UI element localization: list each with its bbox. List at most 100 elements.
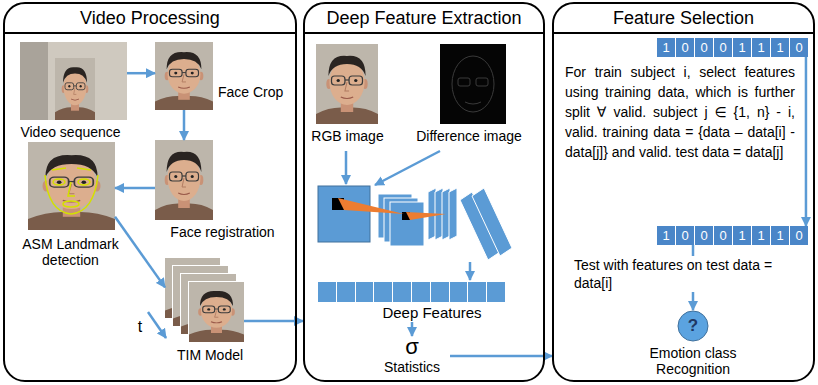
feature-mask: 10001110 — [657, 226, 809, 245]
frame-border — [188, 281, 245, 343]
bit-cell: 1 — [771, 226, 790, 245]
feature-mask: 10001110 — [657, 38, 809, 57]
bit-cell: 0 — [695, 38, 714, 57]
feature-cells — [318, 282, 506, 302]
difference-image — [440, 44, 506, 124]
bit-cell: 0 — [790, 38, 809, 57]
caption: TIM Model — [160, 347, 260, 363]
feature-cell — [337, 282, 356, 302]
caption: ASM Landmark detection — [8, 236, 133, 268]
caption: RGB image — [300, 128, 395, 144]
bit-cell: 0 — [676, 38, 695, 57]
caption-box: RGB image — [300, 128, 395, 144]
image-stack: TIM Model — [165, 258, 244, 342]
feature-cell — [487, 282, 506, 302]
caption: Video sequence — [8, 124, 133, 140]
image-box: ASM Landmark detection — [28, 142, 115, 230]
caption: Deep Features — [318, 304, 506, 322]
note-text: For train subject i, select features usi… — [565, 62, 795, 162]
axis-label: t — [133, 318, 147, 336]
bit-cell: 0 — [676, 226, 695, 245]
bit-cell: 1 — [752, 38, 771, 57]
panel-title: Deep Feature Extraction — [305, 4, 543, 34]
face-circle — [678, 311, 708, 341]
image-box: Difference image — [440, 44, 506, 124]
video-frame — [20, 42, 127, 120]
feature-cell — [468, 282, 487, 302]
feature-vector: Deep Features — [318, 282, 506, 322]
bit-cell: 1 — [733, 226, 752, 245]
caption: Statistics — [374, 358, 450, 376]
flow-arrow — [115, 187, 155, 190]
flow-arrow — [450, 355, 552, 358]
landmark-eye — [53, 179, 65, 185]
caption-box: TIM Model — [160, 347, 260, 363]
flow-arrow — [127, 72, 155, 75]
receptive-field — [338, 198, 404, 214]
face-photo — [189, 282, 244, 342]
caption-box: Face Crop — [218, 84, 295, 100]
caption-box: Video sequence — [8, 124, 133, 140]
feature-cell — [393, 282, 412, 302]
video-background — [20, 42, 48, 120]
edge-outline — [452, 56, 494, 112]
flow-arrow — [375, 151, 440, 185]
cnn-layer — [390, 202, 424, 246]
stage-panel: Video ProcessingVideo sequenceFace CropF… — [3, 2, 297, 382]
bit-cell: 0 — [714, 38, 733, 57]
feature-cell — [431, 282, 450, 302]
face-photo — [28, 142, 115, 230]
face-photo — [155, 42, 213, 110]
fc-layer — [472, 188, 512, 256]
difference-edges — [452, 56, 494, 112]
bit-cell: 0 — [714, 226, 733, 245]
landmark-mesh — [45, 168, 98, 214]
caption-box: Face registration — [150, 224, 295, 240]
edge-mouth — [465, 102, 481, 104]
flow-arrow — [805, 57, 808, 226]
panel-title: Video Processing — [5, 4, 295, 34]
landmark-eye — [78, 179, 90, 185]
face-photo — [155, 140, 213, 220]
face-photo — [316, 44, 378, 124]
landmark-brows — [52, 168, 91, 170]
image-box: Video sequence — [20, 42, 127, 120]
bit-cell: 1 — [733, 38, 752, 57]
feature-cell — [356, 282, 375, 302]
caption-box: ASM Landmark detection — [8, 236, 133, 268]
image-box: RGB image — [316, 44, 378, 124]
edge-glasses — [476, 78, 488, 86]
stage-panel: Feature Selection1000111010001110?Emotio… — [552, 2, 815, 382]
panel-title: Feature Selection — [554, 4, 813, 34]
receptive-field — [406, 212, 446, 220]
face-photo — [55, 58, 95, 120]
time-axis — [148, 312, 166, 338]
flow-arrow — [244, 320, 303, 323]
bit-cell: 0 — [790, 226, 809, 245]
bit-cell: 1 — [657, 226, 676, 245]
caption: Difference image — [398, 128, 540, 144]
flow-arrow — [469, 262, 472, 280]
caption-box: Difference image — [398, 128, 540, 144]
cnn-layer — [318, 186, 370, 242]
landmark-jaw — [45, 175, 98, 214]
edge-glasses — [458, 78, 470, 86]
flow-arrow — [345, 151, 348, 184]
caption: Face registration — [150, 224, 295, 240]
feature-cell — [450, 282, 469, 302]
emotion-face: ?Emotion class Recognition — [677, 310, 709, 342]
feature-cell — [318, 282, 337, 302]
bit-cell: 0 — [695, 226, 714, 245]
bit-cell: 1 — [657, 38, 676, 57]
feature-cell — [412, 282, 431, 302]
landmark-nose — [68, 182, 75, 196]
stage-panel: Deep Feature ExtractionRGB imageDifferen… — [303, 2, 545, 382]
statistics-node: σStatistics — [374, 336, 450, 376]
caption-box: Emotion class Recognition — [633, 345, 753, 377]
feature-cell — [374, 282, 393, 302]
bit-cell: 1 — [752, 226, 771, 245]
image-box: Face registration — [155, 140, 213, 220]
question-mark: ? — [677, 310, 709, 342]
cnn-layer — [449, 188, 457, 240]
